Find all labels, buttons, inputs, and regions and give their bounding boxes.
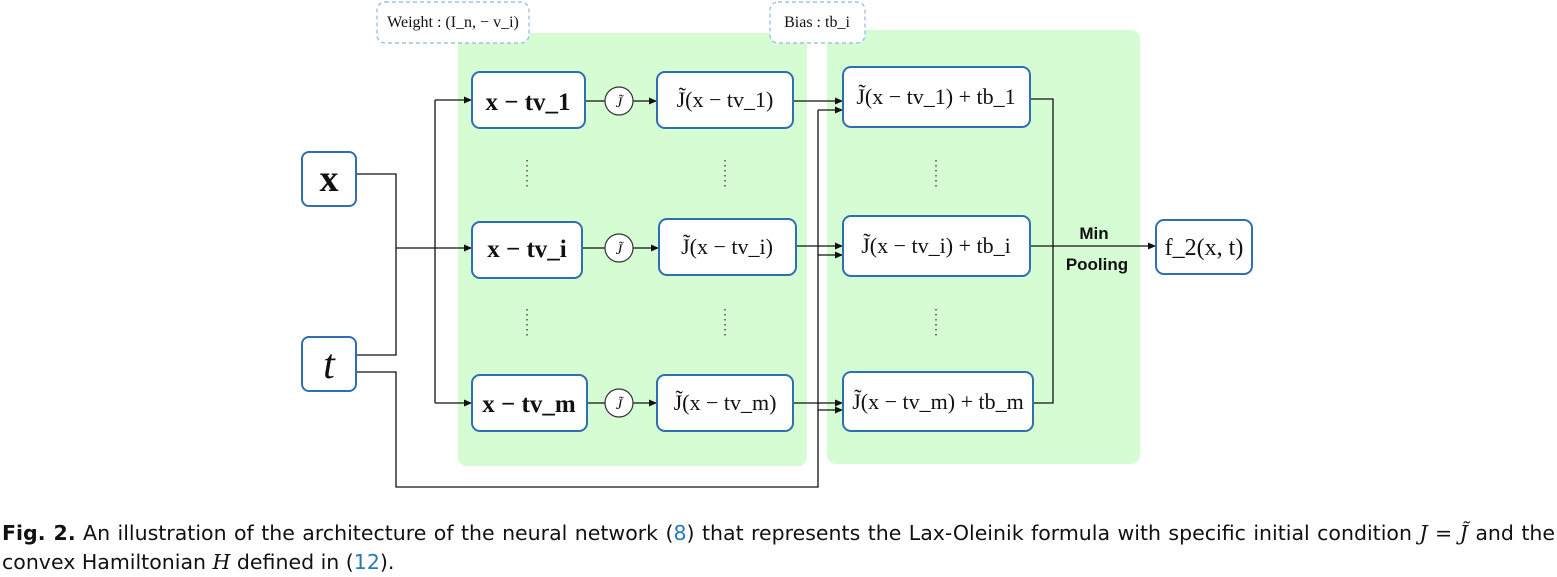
input-t-label: t (323, 342, 336, 388)
network-architecture-diagram: Weight : (I_n, − v_i) Bias : tb_i (301, 1, 1253, 488)
linear-node-i (471, 221, 583, 279)
weight-annotation-box (376, 1, 530, 44)
activation-circle-1-label: J̃ (616, 95, 624, 111)
figure-label: Fig. 2. (2, 521, 76, 545)
caption-text-5: ). (379, 550, 395, 574)
activation-node-i-label: J̃(x − tv_i) (681, 234, 773, 259)
linear-node-1-label: x − tv_1 (485, 89, 570, 116)
bias-node-1-label: J̃(x − tv_1) + tb_1 (856, 84, 1015, 109)
activation-circle-1 (604, 86, 634, 116)
bias-node-m (842, 371, 1034, 432)
bias-node-1 (842, 66, 1031, 128)
figure-caption: Fig. 2. An illustration of the architect… (2, 519, 1555, 577)
bias-node-i-label: J̃(x − tv_i) + tb_i (861, 233, 1010, 258)
caption-text-2: ) that represents the Lax-Oleinik formul… (686, 521, 1420, 545)
caption-text-3: and the convex Hamiltonian (2, 521, 1555, 574)
bias-annotation-label: Bias : tb_i (784, 14, 850, 31)
linear-node-1 (471, 71, 586, 129)
caption-text-4: defined in ( (230, 550, 354, 574)
connections (356, 96, 1156, 488)
linear-node-m-label: x − tv_m (482, 391, 576, 418)
bias-node-m-label: J̃(x − tv_m) + tb_m (852, 389, 1023, 414)
activation-node-m-label: J̃(x − tv_m) (674, 390, 777, 415)
activation-node-1-label: J̃(x − tv_1) (677, 87, 774, 112)
equation-reference-12[interactable]: 12 (353, 550, 380, 574)
bias-node-i (842, 215, 1031, 277)
input-x-label: x (320, 158, 339, 200)
activation-circle-m (604, 388, 634, 418)
activation-circle-i (604, 233, 634, 263)
activation-circle-m-label: J̃ (616, 397, 624, 413)
min-pooling-label-line2: Pooling (1066, 255, 1128, 274)
linear-node-i-label: x − tv_i (487, 236, 567, 263)
activation-node-i (658, 218, 797, 276)
hamiltonian-symbol: H (212, 550, 231, 574)
bias-annotation-box (769, 1, 866, 44)
input-x-node (301, 151, 357, 207)
equation-reference-8[interactable]: 8 (673, 521, 687, 545)
linear-node-m (471, 374, 588, 432)
activation-circle-i-label: J̃ (616, 242, 624, 258)
weight-annotation-label: Weight : (I_n, − v_i) (387, 14, 519, 31)
caption-text-1: An illustration of the architecture of t… (75, 521, 674, 545)
activation-node-1 (656, 71, 794, 129)
initial-condition-math: J = J̃ (1419, 521, 1468, 545)
output-node-label: f_2(x, t) (1165, 235, 1244, 261)
input-t-node (301, 336, 357, 392)
activation-node-m (656, 374, 794, 432)
output-node (1155, 219, 1253, 275)
min-pooling-label-line1: Min (1079, 224, 1108, 243)
